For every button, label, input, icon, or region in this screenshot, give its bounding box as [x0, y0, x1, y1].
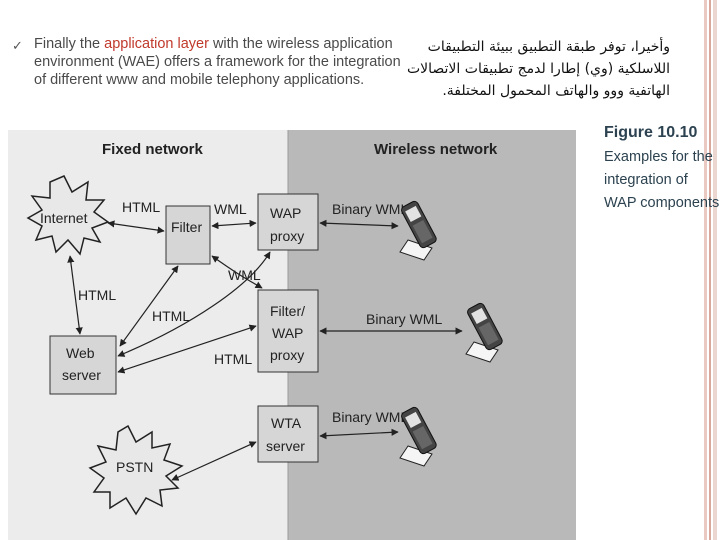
wap-proxy-line-2: proxy: [270, 228, 304, 244]
internet-node: Internet: [26, 175, 110, 256]
figure-description: Examples for the integration of WAP comp…: [604, 149, 720, 211]
web-server-line-1: Web: [66, 345, 95, 361]
pstn-node: PSTN: [88, 424, 184, 516]
binary-wml-label-1: Binary WML: [332, 201, 408, 217]
figure-title: Figure 10.10: [604, 124, 698, 141]
internet-label: Internet: [40, 210, 88, 226]
binary-wml-label-3: Binary WML: [332, 409, 408, 425]
wap-integration-diagram: Fixed network Wireless network Internet …: [8, 130, 576, 540]
en-text-start: Finally the: [34, 36, 105, 52]
wap-proxy-node: WAP proxy: [257, 193, 319, 251]
html-label-1: HTML: [122, 199, 160, 215]
mobile-phone-icon: [399, 406, 437, 467]
wireless-network-header: Wireless network: [374, 141, 498, 158]
wta-server-line-1: WTA: [271, 415, 302, 431]
wml-label-1: WML: [214, 201, 247, 217]
arabic-paragraph: وأخيرا، توفر طبقة التطبيق ببيئة التطبيقا…: [406, 39, 670, 99]
html-label-3: HTML: [152, 308, 190, 324]
filter-wap-proxy-line-2: WAP: [272, 325, 303, 341]
pstn-label: PSTN: [116, 459, 153, 475]
wireless-network-area: [288, 130, 576, 540]
en-highlight: application layer: [104, 36, 209, 52]
decorative-edge: [702, 0, 720, 540]
filter-node: Filter: [165, 205, 211, 265]
filter-wap-proxy-line-3: proxy: [270, 347, 304, 363]
filter-label: Filter: [171, 219, 202, 235]
mobile-phone-icon: [399, 200, 437, 261]
wap-proxy-line-1: WAP: [270, 205, 301, 221]
html-label-4: HTML: [214, 351, 252, 367]
web-server-line-2: server: [62, 367, 101, 383]
wta-server-line-2: server: [266, 438, 305, 454]
en-text-end: with the wireless application environmen…: [34, 36, 401, 88]
html-label-2: HTML: [78, 287, 116, 303]
web-server-node: Web server: [49, 335, 117, 395]
binary-wml-label-2: Binary WML: [366, 311, 442, 327]
mobile-phone-icon: [465, 302, 503, 363]
english-paragraph: Finally the application layer with the w…: [34, 35, 409, 89]
wta-server-node: WTA server: [257, 405, 319, 463]
figure-caption: Figure 10.10 Examples for the integratio…: [604, 124, 720, 215]
fixed-network-header: Fixed network: [102, 141, 204, 158]
filter-wap-proxy-node: Filter/ WAP proxy: [257, 289, 319, 373]
check-bullet-icon: ✓: [12, 38, 23, 53]
wml-label-2: WML: [228, 267, 261, 283]
filter-wap-proxy-line-1: Filter/: [270, 303, 305, 319]
